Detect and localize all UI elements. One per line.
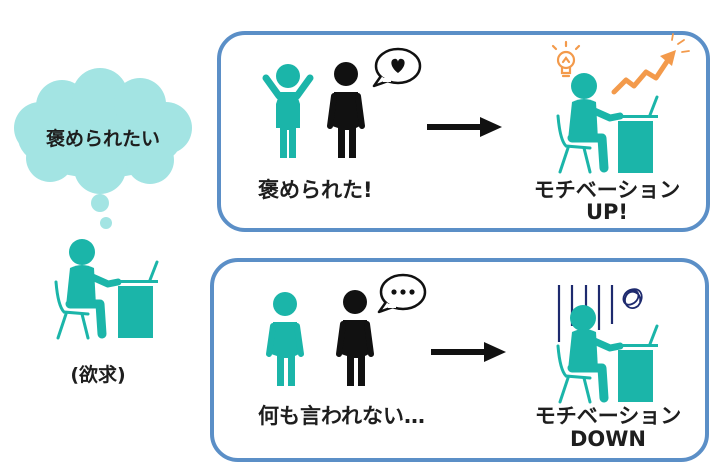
panel-praised-result-line1: モチベーション: [533, 178, 681, 202]
scribble-icon: [622, 288, 643, 309]
lightbulb-icon: [551, 40, 581, 78]
panel-ignored-result-line1: モチベーション: [534, 404, 682, 428]
thought-bubble-dot-small: [100, 217, 112, 229]
arrow-right-up: [427, 117, 502, 137]
person-at-desk-demotivated: [556, 305, 659, 404]
panel-ignored-event-label: 何も言われない…: [258, 404, 425, 428]
ellipsis-icon: [391, 289, 415, 295]
arrow-right-down: [431, 342, 506, 362]
person-at-desk-motivated: [556, 73, 659, 174]
speech-bubble-heart: [372, 47, 422, 88]
panel-ignored: [210, 258, 709, 462]
thought-cloud: [14, 68, 192, 229]
person-standing: [266, 292, 304, 386]
panel-ignored-result-line2: DOWN: [569, 427, 647, 451]
panel-praised-result-line2: UP!: [585, 200, 629, 224]
left-caption: (欲求): [70, 364, 126, 386]
panel-praised-event-label: 褒められた!: [258, 178, 373, 202]
heart-icon: [391, 58, 405, 73]
rising-trend-arrow-icon: [611, 33, 690, 95]
thought-bubble-dot-large: [91, 194, 109, 212]
panel-praised: [217, 31, 710, 232]
person-at-desk-left: [54, 239, 159, 340]
person-praising: [327, 62, 365, 158]
thought-bubble-text: 褒められたい: [45, 128, 161, 150]
speech-bubble-ellipsis: [377, 273, 427, 314]
person-silent: [336, 290, 374, 386]
person-cheering: [262, 64, 314, 158]
